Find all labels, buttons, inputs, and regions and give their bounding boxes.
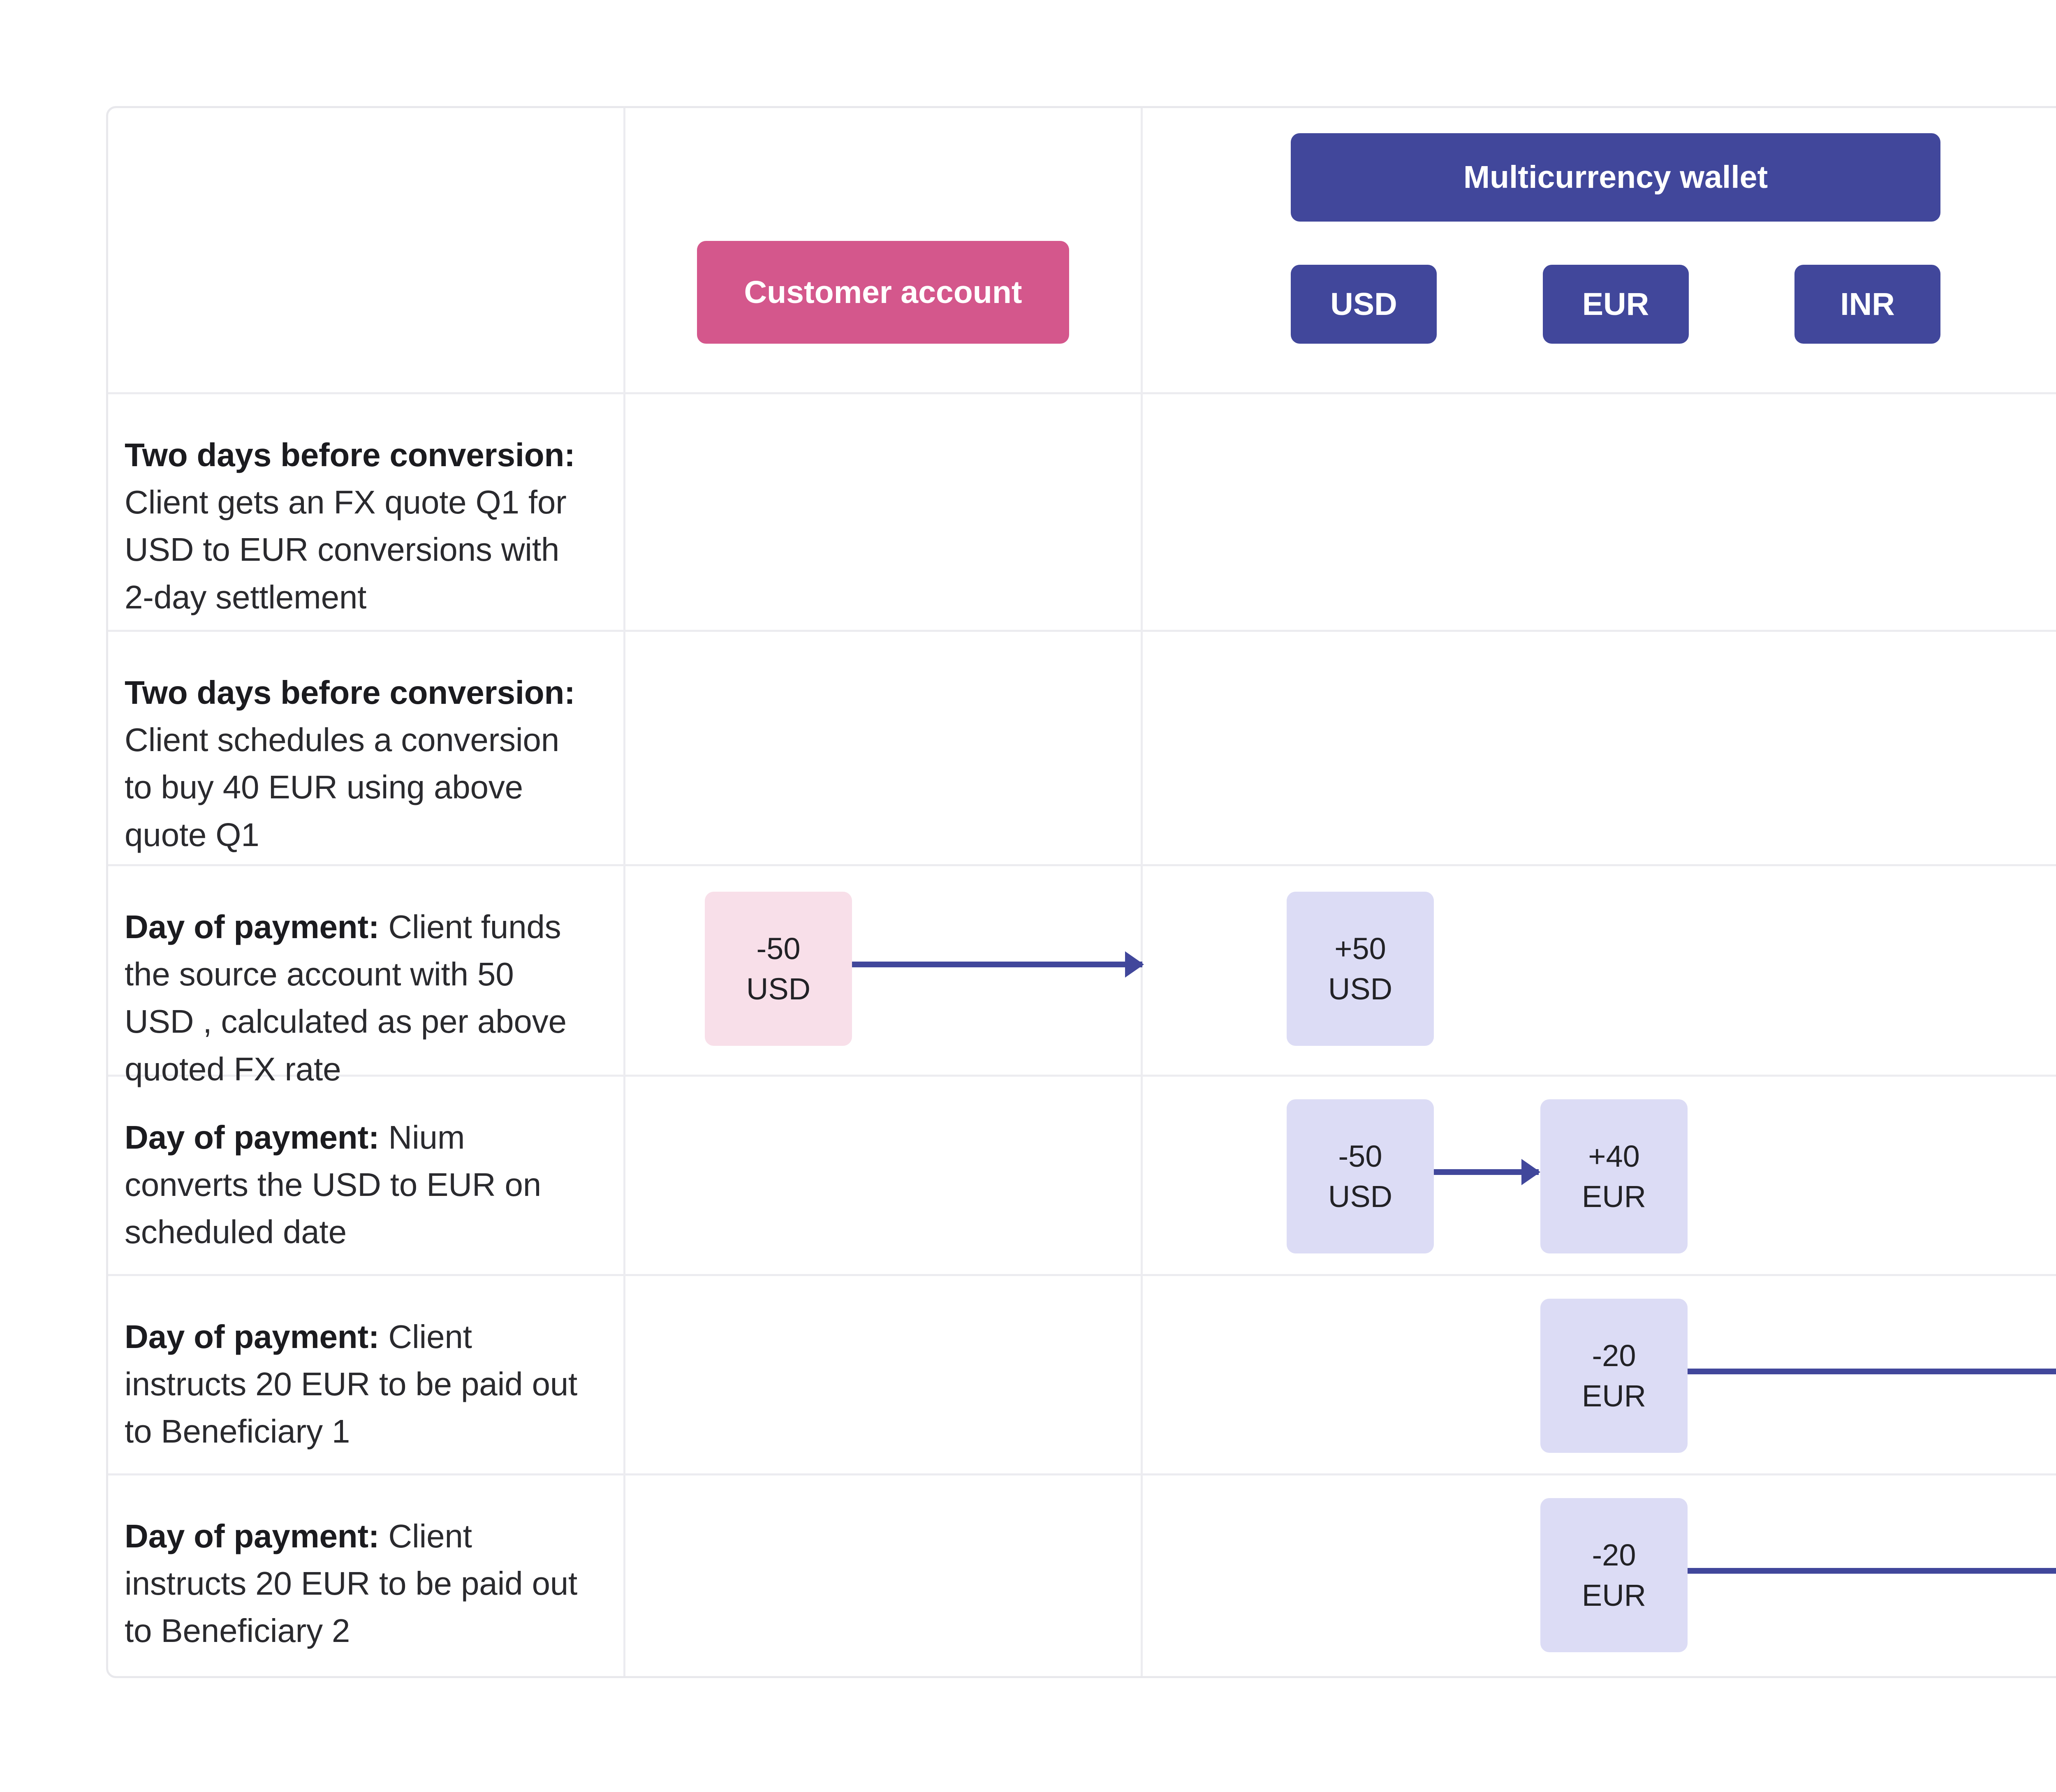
amount-value: -50	[756, 931, 801, 966]
row-1-step-label: Two days before conversion:	[125, 437, 575, 473]
row-6-description-cell: Day of payment: Client instructs 20 EUR …	[108, 1475, 625, 1676]
header-cell-multicurrency-wallet: Multicurrency wallet USD EUR INR	[1143, 108, 2056, 392]
row-2-description-cell: Two days before conversion: Client sched…	[108, 632, 625, 864]
wallet-group: Multicurrency wallet USD EUR INR	[1291, 133, 1940, 344]
amount-currency: EUR	[1581, 1179, 1646, 1214]
customer-account-badge[interactable]: Customer account	[697, 241, 1069, 344]
header-cell-description	[108, 108, 625, 392]
row-5-customer-cell	[625, 1276, 1143, 1473]
row-2-wallet-cell	[1143, 632, 2056, 864]
row-6-customer-cell	[625, 1475, 1143, 1676]
row-1-description-cell: Two days before conversion: Client gets …	[108, 394, 625, 630]
row-4-step-text: Nium converts the USD to EUR on schedule…	[125, 1119, 542, 1251]
row-5-step-text: Client instructs 20 EUR to be paid out t…	[125, 1318, 578, 1450]
flow-arrow-usd-to-eur	[1434, 1169, 1539, 1175]
row-3-step-text: Client funds the source account with 50 …	[125, 909, 567, 1087]
row-3-description: Day of payment: Client funds the source …	[108, 866, 623, 1130]
row-4-step-label: Day of payment:	[125, 1119, 380, 1156]
flow-arrow-wallet-to-beneficiary-2	[1688, 1568, 2056, 1574]
row-5-description: Day of payment: Client instructs 20 EUR …	[108, 1276, 623, 1492]
header-cell-customer-account: Customer account	[625, 108, 1143, 392]
amount-box-wallet-plus50-usd: +50 USD	[1287, 892, 1434, 1046]
table-row: Two days before conversion: Client sched…	[108, 632, 2056, 866]
row-6-step-label: Day of payment:	[125, 1518, 380, 1554]
flow-arrow-wallet-to-beneficiary-1	[1688, 1369, 2056, 1374]
amount-value: -20	[1592, 1538, 1636, 1572]
payment-flow-table: Customer account Multicurrency wallet US…	[106, 106, 2056, 1678]
amount-value: +40	[1588, 1139, 1640, 1173]
row-4-description: Day of payment: Nium converts the USD to…	[108, 1077, 623, 1293]
row-6-step-text: Client instructs 20 EUR to be paid out t…	[125, 1518, 578, 1649]
row-4-customer-cell	[625, 1077, 1143, 1274]
row-1-description: Two days before conversion: Client gets …	[108, 394, 623, 658]
row-5-wallet-cell: -20 EUR	[1143, 1276, 2056, 1473]
row-1-wallet-cell	[1143, 394, 2056, 630]
table-header-row: Customer account Multicurrency wallet US…	[108, 108, 2056, 394]
table-row: Day of payment: Client funds the source …	[108, 866, 2056, 1087]
currency-chip-inr[interactable]: INR	[1794, 265, 1940, 344]
row-3-wallet-cell: +50 USD	[1143, 866, 2056, 1075]
row-2-step-text: Client schedules a conversion to buy 40 …	[125, 721, 560, 853]
amount-box-customer-minus50-usd: -50 USD	[705, 892, 852, 1046]
row-3-step-label: Day of payment:	[125, 909, 380, 945]
row-6-wallet-cell: -20 EUR	[1143, 1475, 2056, 1676]
row-1-customer-cell	[625, 394, 1143, 630]
amount-box-wallet-minus20-eur-b2: -20 EUR	[1540, 1498, 1688, 1652]
row-4-wallet-cell: -50 USD +40 EUR	[1143, 1077, 2056, 1274]
amount-currency: EUR	[1581, 1378, 1646, 1413]
amount-currency: EUR	[1581, 1578, 1646, 1612]
row-3-customer-cell: -50 USD	[625, 866, 1143, 1075]
row-6-description: Day of payment: Client instructs 20 EUR …	[108, 1475, 623, 1676]
multicurrency-wallet-badge[interactable]: Multicurrency wallet	[1291, 133, 1940, 222]
table-row: Day of payment: Client instructs 20 EUR …	[108, 1475, 2056, 1676]
amount-value: -20	[1592, 1338, 1636, 1373]
flow-arrow-customer-to-wallet	[852, 962, 1142, 967]
currency-chip-usd[interactable]: USD	[1291, 265, 1437, 344]
row-3-description-cell: Day of payment: Client funds the source …	[108, 866, 625, 1087]
row-5-description-cell: Day of payment: Client instructs 20 EUR …	[108, 1276, 625, 1473]
amount-currency: USD	[746, 971, 811, 1006]
amount-currency: USD	[1328, 1179, 1393, 1214]
table-row: Day of payment: Client instructs 20 EUR …	[108, 1276, 2056, 1475]
currency-chip-row: USD EUR INR	[1291, 265, 1940, 344]
table-row: Two days before conversion: Client gets …	[108, 394, 2056, 632]
row-2-description: Two days before conversion: Client sched…	[108, 632, 623, 895]
amount-box-wallet-minus20-eur-b1: -20 EUR	[1540, 1299, 1688, 1453]
row-2-customer-cell	[625, 632, 1143, 864]
row-4-description-cell: Day of payment: Nium converts the USD to…	[108, 1077, 625, 1274]
table-row: Day of payment: Nium converts the USD to…	[108, 1077, 2056, 1276]
row-5-step-label: Day of payment:	[125, 1318, 380, 1355]
row-2-step-label: Two days before conversion:	[125, 674, 575, 711]
amount-box-wallet-plus40-eur: +40 EUR	[1540, 1099, 1688, 1253]
amount-value: -50	[1338, 1139, 1382, 1173]
amount-value: +50	[1334, 931, 1386, 966]
row-1-step-text: Client gets an FX quote Q1 for USD to EU…	[125, 484, 567, 615]
amount-box-wallet-minus50-usd: -50 USD	[1287, 1099, 1434, 1253]
amount-currency: USD	[1328, 971, 1393, 1006]
currency-chip-eur[interactable]: EUR	[1542, 265, 1689, 344]
